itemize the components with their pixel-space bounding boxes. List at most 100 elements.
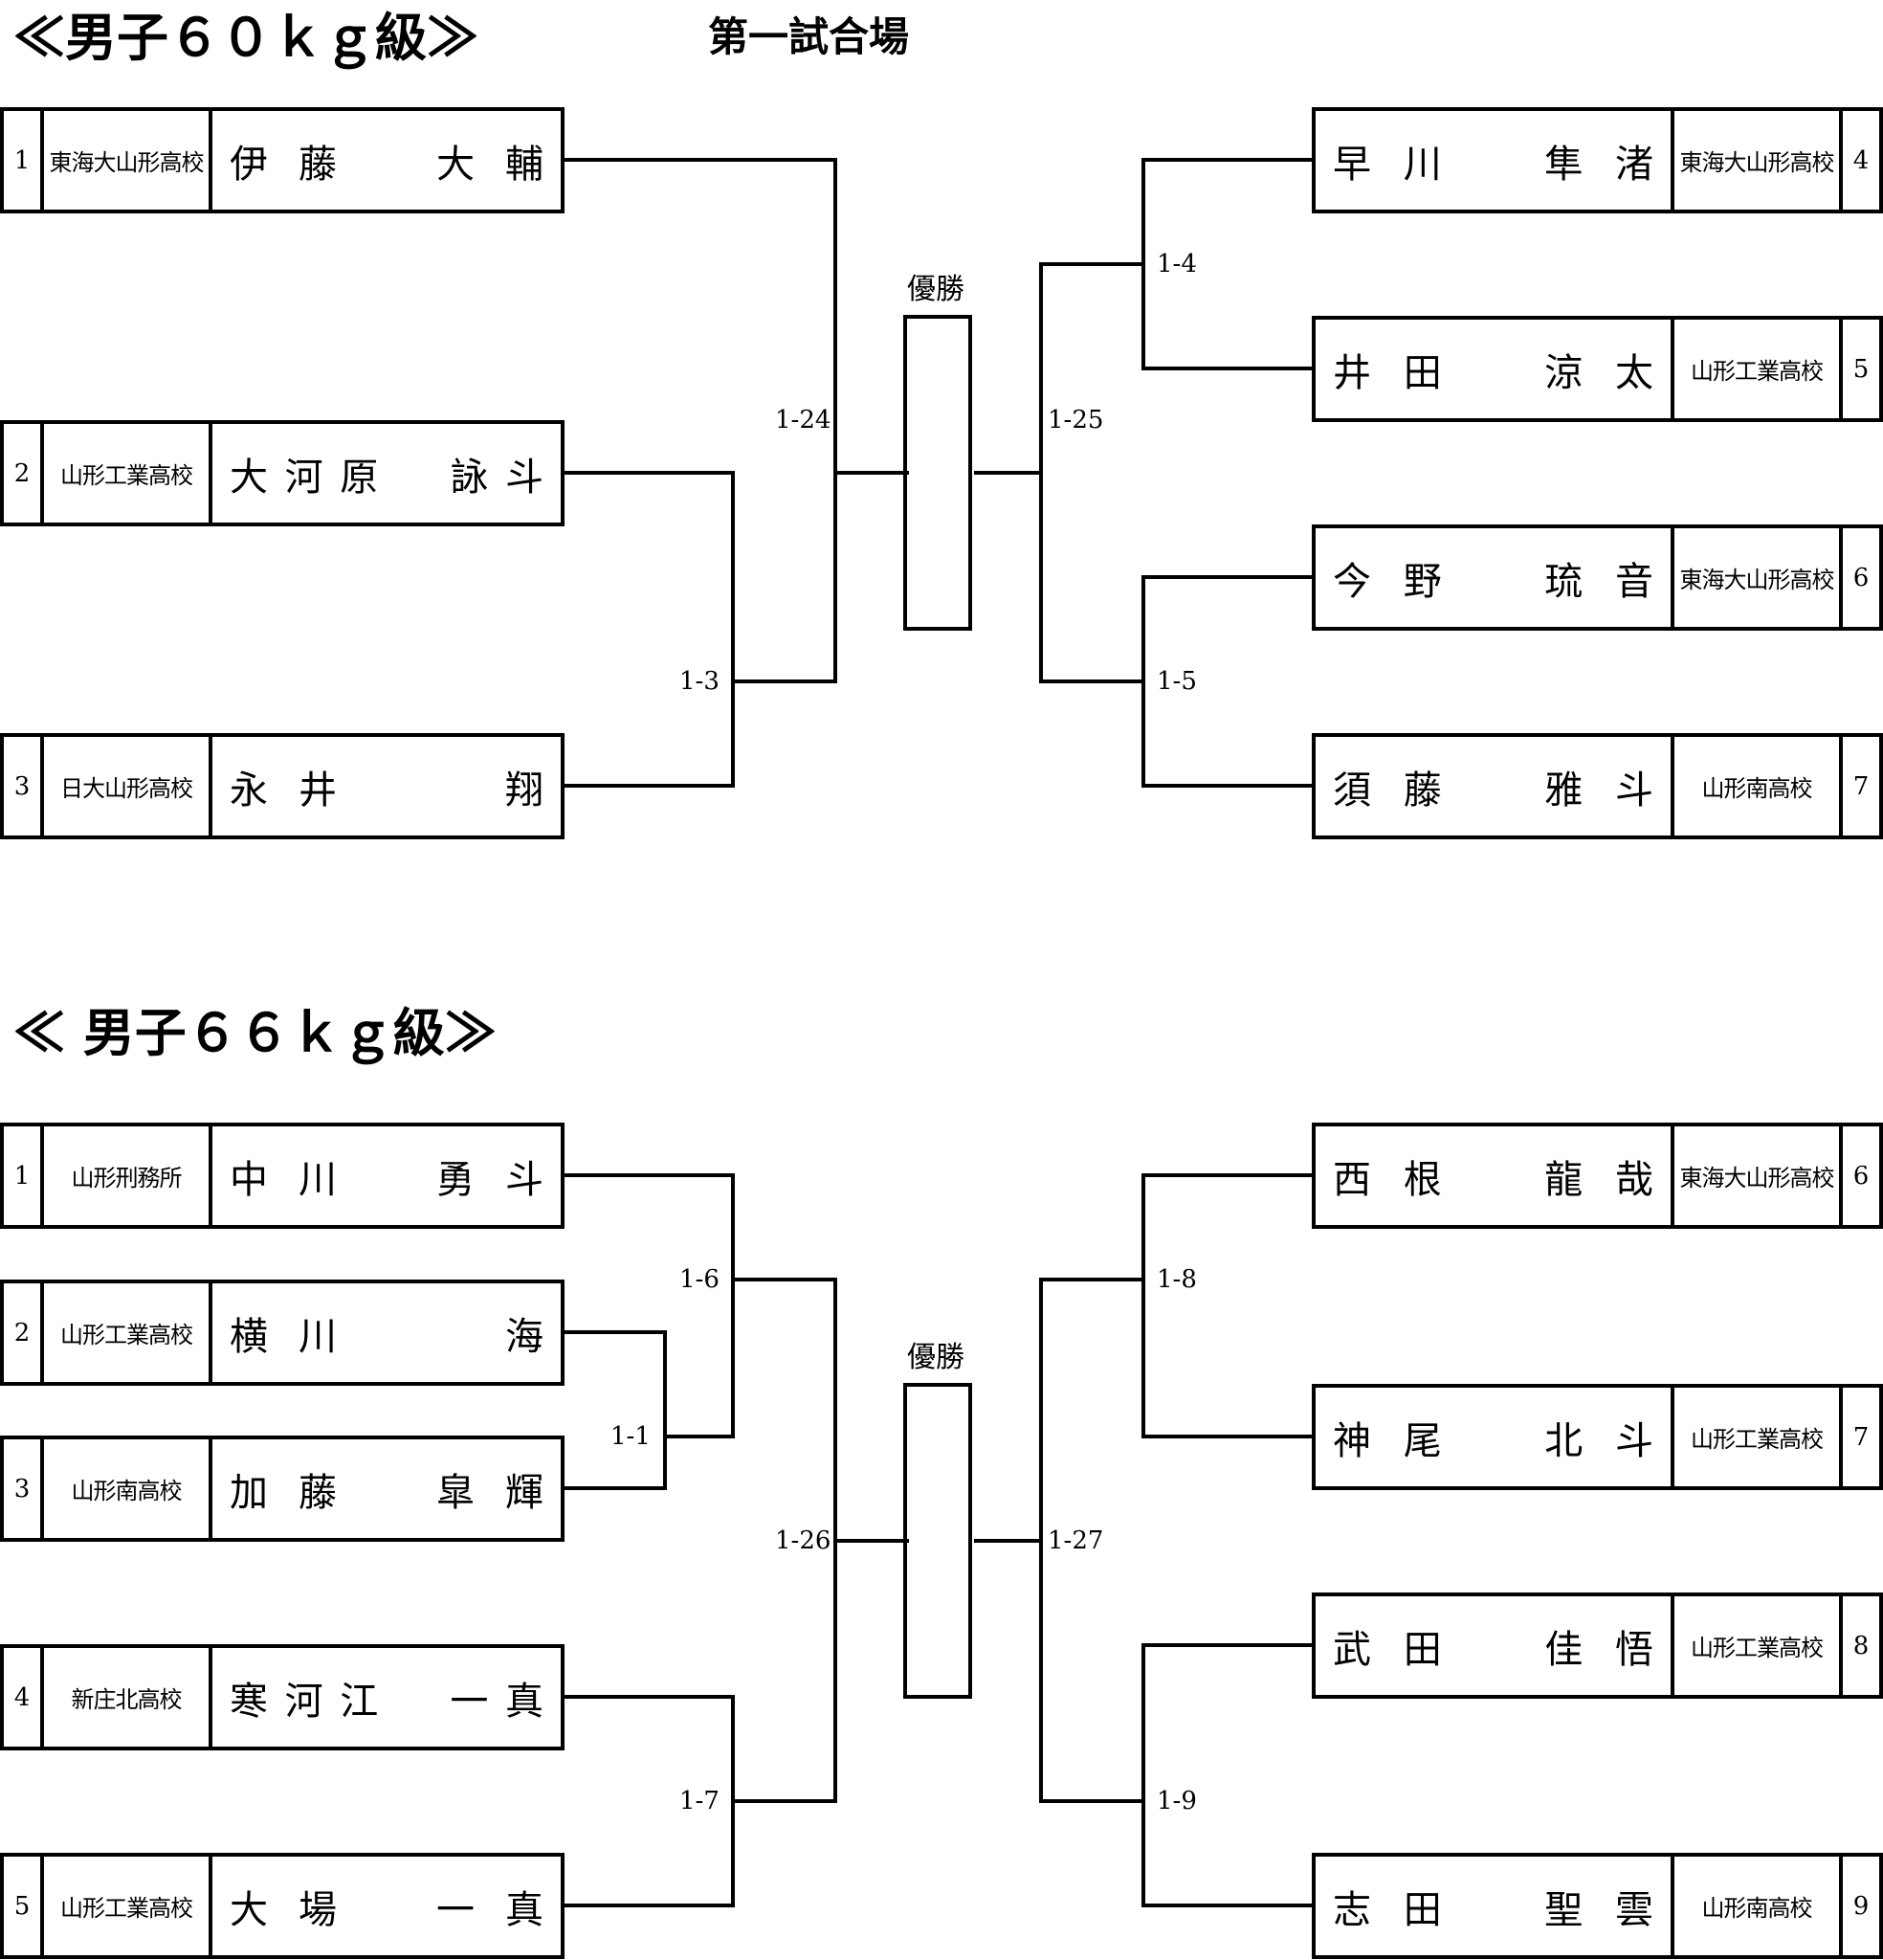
competitor-name: 井田 涼太 (1316, 320, 1674, 418)
name-char (1474, 550, 1513, 606)
name-char: 真 (504, 1679, 543, 1724)
name-char: 斗 (504, 455, 543, 500)
name-char: 涼 (1544, 350, 1584, 395)
match-label: 1-26 (775, 1526, 831, 1555)
seed-number: 2 (13, 1318, 31, 1348)
name-char: 斗 (1615, 768, 1653, 813)
school-name: 東海大山形高校 (1674, 1126, 1843, 1225)
name-char (395, 1670, 433, 1726)
competitor-name: 加藤 皐輝 (209, 1439, 561, 1538)
name-char (367, 1879, 406, 1934)
school-name: 山形工業高校 (40, 1857, 209, 1955)
name-char: 川 (1403, 142, 1442, 187)
entry-right: 早川 隼渚 東海大山形高校 4 (1312, 107, 1883, 213)
seed-number: 3 (13, 1474, 31, 1503)
name-char (395, 446, 433, 501)
entry-left: 1 山形刑務所 中川 勇斗 (0, 1123, 565, 1229)
name-char (1474, 1618, 1513, 1674)
school-name: 山形南高校 (40, 1439, 209, 1538)
name-char: 横 (230, 1314, 268, 1359)
school-name: 山形刑務所 (40, 1126, 209, 1225)
seed-number: 7 (1852, 771, 1870, 801)
name-char: 北 (1544, 1418, 1584, 1463)
line-60-left-1 (563, 158, 909, 475)
name-char: 藤 (299, 1470, 337, 1515)
name-char (436, 1305, 475, 1361)
competitor-name: 須藤 雅斗 (1316, 737, 1674, 835)
name-char: 隼 (1544, 142, 1584, 187)
entry-right: 井田 涼太 山形工業高校 5 (1312, 316, 1883, 422)
school-name: 日大山形高校 (40, 737, 209, 835)
name-char (1474, 1148, 1513, 1204)
match-label: 1-3 (679, 667, 720, 696)
name-char (1474, 133, 1513, 189)
name-char: 永 (230, 768, 268, 813)
line-60-left-2 (563, 471, 735, 681)
seed-number: 3 (13, 771, 31, 801)
name-char: 伊 (230, 142, 268, 187)
competitor-name: 中川 勇斗 (209, 1126, 561, 1225)
name-char: 太 (1615, 350, 1653, 395)
competitor-name: 永井 翔 (209, 737, 561, 835)
name-char (1474, 342, 1513, 397)
line-66-right-top (974, 1173, 1314, 1543)
name-char: 琉 (1544, 559, 1584, 604)
name-char: 勇 (436, 1157, 475, 1202)
match-label: 1-4 (1157, 250, 1197, 278)
competitor-name: 寒河江 一真 (209, 1648, 561, 1747)
school-name: 山形工業高校 (40, 1283, 209, 1382)
match-label: 1-25 (1048, 406, 1104, 434)
line-66-left-1 (563, 1173, 909, 1543)
seed-number: 4 (1852, 145, 1870, 175)
entry-right: 須藤 雅斗 山形南高校 7 (1312, 733, 1883, 839)
name-char: 大 (230, 455, 268, 500)
name-char: 須 (1333, 768, 1371, 813)
seed-number: 8 (1852, 1631, 1870, 1660)
name-char: 輔 (505, 142, 543, 187)
name-char: 藤 (299, 142, 337, 187)
name-char: 田 (1403, 350, 1442, 395)
name-char: 志 (1333, 1887, 1371, 1932)
bracket-title-66kg: ≪ 男子６６ｋｇ級≫ (13, 1002, 497, 1063)
competitor-name: 神尾 北斗 (1316, 1388, 1674, 1486)
name-char (1474, 1879, 1513, 1934)
name-char: 尾 (1403, 1418, 1442, 1463)
name-char: 河 (284, 1679, 323, 1724)
name-char: 大 (230, 1887, 268, 1932)
entry-left: 5 山形工業高校 大場 一真 (0, 1853, 565, 1959)
school-name: 東海大山形高校 (1674, 528, 1843, 627)
seed-number: 9 (1852, 1891, 1870, 1921)
name-char: 龍 (1544, 1157, 1584, 1202)
school-name: 東海大山形高校 (1674, 111, 1843, 210)
name-char: 西 (1333, 1157, 1371, 1202)
match-label: 1-9 (1157, 1787, 1197, 1815)
name-char: 武 (1333, 1627, 1371, 1672)
name-char: 哉 (1615, 1157, 1653, 1202)
seed-number: 7 (1852, 1422, 1870, 1452)
entry-right: 志田 聖雲 山形南高校 9 (1312, 1853, 1883, 1959)
match-label: 1-27 (1048, 1526, 1104, 1555)
school-name: 山形南高校 (1674, 1857, 1843, 1955)
name-char: 川 (299, 1314, 337, 1359)
school-name: 山形工業高校 (1674, 1388, 1843, 1486)
name-char: 詠 (450, 455, 489, 500)
name-char: 場 (299, 1887, 337, 1932)
name-char: 斗 (1615, 1418, 1653, 1463)
winner-label-66kg: 優勝 (907, 1341, 964, 1374)
seed-number: 1 (13, 145, 31, 175)
competitor-name: 伊藤 大輔 (209, 111, 561, 210)
name-char (367, 133, 406, 189)
winner-box-66kg (903, 1383, 972, 1699)
entry-left: 2 山形工業高校 大河原 詠斗 (0, 420, 565, 526)
name-char (1474, 759, 1513, 814)
name-char: 井 (1333, 350, 1371, 395)
name-char: 早 (1333, 142, 1371, 187)
seed-number: 2 (13, 458, 31, 488)
entry-left: 4 新庄北高校 寒河江 一真 (0, 1644, 565, 1750)
name-char: 聖 (1544, 1887, 1584, 1932)
name-char: 今 (1333, 559, 1371, 604)
bracket-title-60kg: ≪男子６０ｋｇ級≫ (13, 7, 478, 68)
entry-right: 西根 龍哉 東海大山形高校 6 (1312, 1123, 1883, 1229)
line-60-left-3 (563, 473, 837, 788)
